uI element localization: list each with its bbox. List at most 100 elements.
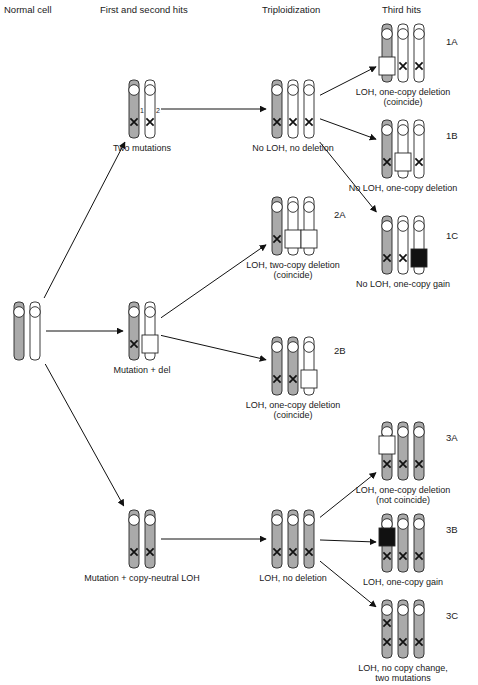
arrow-connector [44, 142, 125, 298]
stage-caption: LOH, two-copy deletion (coincide) [241, 260, 345, 280]
chromosome-set [378, 22, 428, 84]
deletion-box [379, 57, 395, 75]
chromosome-stage: No LOH, no deletion [268, 78, 318, 140]
deletion-box [301, 230, 317, 248]
chromosome [382, 120, 393, 178]
mutation-mark [130, 548, 137, 555]
panel-label: 2B [334, 345, 346, 356]
centromere [398, 29, 409, 40]
mutation-mark [273, 118, 280, 125]
chromosome [414, 24, 425, 82]
chromosome-arm [272, 197, 282, 255]
centromere [382, 125, 393, 136]
chromosome [272, 197, 283, 255]
chromosome-stage: LOH, no copy change, two mutations3C [378, 598, 428, 660]
chromosome [414, 600, 425, 658]
chromosome [272, 337, 283, 395]
chromosome [398, 216, 409, 274]
stage-caption: LOH, one-copy deletion (coincide) [241, 400, 345, 420]
mutation-mark [383, 460, 390, 467]
arrow-connector [320, 119, 376, 139]
chromosome-set [378, 118, 428, 180]
stage-caption: Mutation + del [97, 365, 187, 375]
centromere [272, 515, 283, 526]
centromere [414, 519, 425, 530]
chromosome-stage: LOH, no deletion [268, 508, 318, 570]
chromosome-arm [414, 422, 424, 480]
chromosome-arm [414, 120, 424, 178]
chromosome [272, 510, 283, 568]
chromosome [414, 422, 425, 480]
mutation-mark [289, 375, 296, 382]
chromosome-set [125, 78, 159, 140]
panel-label: 3A [446, 432, 458, 443]
chromosome-arm [304, 510, 314, 568]
centromere [382, 29, 393, 40]
panel-label: 1C [446, 230, 458, 241]
chromosome [145, 80, 156, 138]
mutation-mark [289, 118, 296, 125]
centromere [145, 307, 156, 318]
chromosome [30, 302, 41, 360]
chromosome [398, 514, 409, 572]
arrow-connector [320, 540, 376, 542]
mutation-mark [383, 552, 390, 559]
centromere [14, 307, 25, 318]
deletion-box [395, 153, 411, 171]
centromere [414, 125, 425, 136]
mutation-mark [273, 235, 280, 242]
chromosome [288, 337, 299, 395]
mutation-mark [383, 638, 390, 645]
centromere [304, 85, 315, 96]
stage-caption: No LOH, one-copy deletion [344, 183, 462, 193]
chromosome-set [378, 598, 428, 660]
centromere [145, 85, 156, 96]
mutation-mark [399, 638, 406, 645]
stage-caption: LOH, one-copy deletion (coincide) [351, 87, 455, 107]
mutation-mark [415, 62, 422, 69]
chromosome [382, 216, 393, 274]
chromosome-stage: Mutation + copy-neutral LOH [125, 508, 159, 570]
centromere [414, 427, 425, 438]
chromosome [145, 510, 156, 568]
chromosome-stage: LOH, one-copy deletion (not coincide)3A [378, 420, 428, 482]
chromosome [129, 302, 140, 360]
deletion-box [301, 370, 317, 388]
centromere [129, 515, 140, 526]
centromere [382, 605, 393, 616]
chromosome-arm [129, 510, 139, 568]
chromosome-set [10, 300, 44, 362]
chromosome-arm [414, 514, 424, 572]
stage-caption: Two mutations [97, 143, 187, 153]
chromosome [288, 80, 299, 138]
centromere [414, 221, 425, 232]
mutation-mark [399, 254, 406, 261]
centromere [398, 221, 409, 232]
chromosome-arm [414, 600, 424, 658]
chromosome-arm [272, 80, 282, 138]
centromere [398, 605, 409, 616]
centromere [382, 221, 393, 232]
centromere [288, 85, 299, 96]
stage-caption: No LOH, no deletion [243, 143, 343, 153]
chromosome-arm [129, 80, 139, 138]
panel-label: 2A [334, 209, 346, 220]
chromosome [285, 197, 301, 255]
mutation-mark [415, 552, 422, 559]
arrow-connector [161, 335, 266, 359]
mutation-mark [130, 118, 137, 125]
centromere [288, 202, 299, 213]
chromosome [382, 600, 393, 658]
centromere [272, 85, 283, 96]
mutation-mark [130, 340, 137, 347]
arrow-connector [161, 109, 266, 110]
chromosome [14, 302, 25, 360]
chromosome-set [378, 214, 428, 276]
chromosome-arm [272, 337, 282, 395]
chromosome-arm [398, 24, 408, 82]
column-header: First and second hits [100, 5, 188, 15]
chromosome [414, 120, 425, 178]
centromere [414, 605, 425, 616]
chromosome-arm [145, 510, 155, 568]
chromosome-stage: No LOH, one-copy gain1C [378, 214, 428, 276]
